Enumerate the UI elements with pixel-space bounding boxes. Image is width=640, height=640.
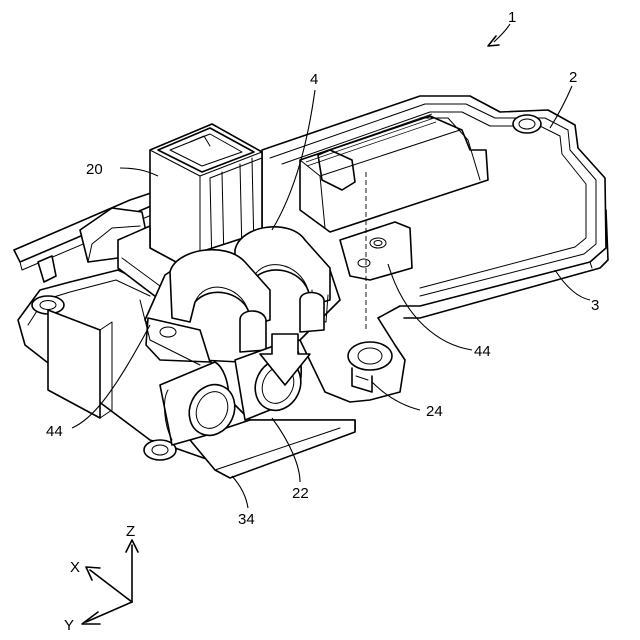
label-hole-right: 44 <box>474 343 491 360</box>
axis-label-x: X <box>70 559 80 576</box>
label-assembly: 1 <box>508 9 516 26</box>
label-cover: 2 <box>569 69 577 86</box>
arrow-1-icon <box>488 36 499 46</box>
label-connector: 20 <box>86 161 103 178</box>
x-arrow-icon <box>86 567 100 580</box>
label-case: 3 <box>591 297 599 314</box>
label-port: 22 <box>292 485 309 502</box>
label-holder: 4 <box>310 71 318 88</box>
axis-label-z: Z <box>126 523 135 540</box>
y-arrow-icon <box>82 612 100 624</box>
label-hole-left: 44 <box>46 423 63 440</box>
label-mount: 24 <box>426 403 443 420</box>
axis-triad <box>82 540 138 624</box>
axis-label-y: Y <box>64 617 74 634</box>
label-bracket: 34 <box>238 511 255 528</box>
